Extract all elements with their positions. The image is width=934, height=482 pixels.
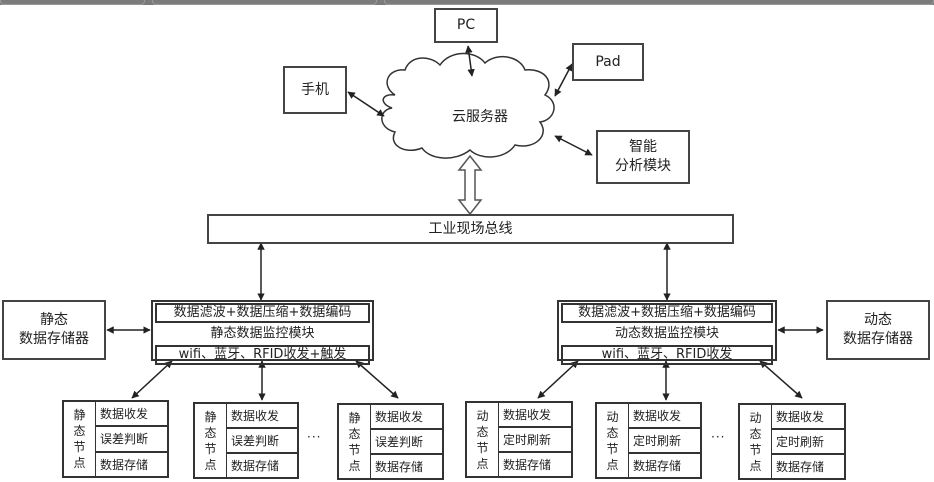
dynamic-node-label: 动 态 节 点 (740, 405, 772, 478)
dynamic-module-title: 动态数据监控模块 (614, 326, 719, 341)
cloud-server-label: 云服务器 (452, 109, 508, 125)
dynamic-node-label: 动 态 节 点 (467, 403, 499, 476)
node-function: 定时刷新 (629, 429, 700, 454)
label-char: 点 (348, 458, 361, 473)
node-function: 定时刷新 (499, 428, 571, 453)
static-node-link-1 (131, 360, 173, 399)
pc-box: PC (434, 8, 498, 43)
label-char: 节 (606, 441, 619, 456)
label-char: 静 (204, 409, 217, 424)
dynamic-node: 动 态 节 点 数据收发 定时刷新 数据存储 (738, 403, 846, 480)
node-function: 数据收发 (96, 402, 167, 428)
label-char: 点 (476, 456, 489, 471)
label-char: 态 (348, 426, 361, 441)
label-char: 态 (749, 426, 762, 441)
label-char: 点 (73, 456, 86, 470)
pc-cloud-link (465, 45, 475, 77)
dynamic-monitor-module: 数据滤波+数据压缩+数据编码 动态数据监控模块 wifi、蓝牙、RFID收发 (557, 300, 777, 365)
pc-label: PC (456, 17, 476, 33)
label-char: 点 (749, 458, 762, 473)
label-char: 节 (476, 440, 489, 455)
label-char: 态 (606, 425, 619, 440)
browser-tab[interactable] (152, 0, 377, 5)
pad-box: Pad (572, 43, 644, 81)
phone-label: 手机 (301, 81, 329, 98)
static-storage-line2: 数据存储器 (19, 331, 89, 347)
static-storage-line1: 静态 (40, 312, 68, 328)
label-char: 点 (606, 457, 619, 472)
static-node-label: 静 态 节 点 (339, 405, 371, 478)
node-function: 误差判断 (371, 430, 442, 455)
dynamic-node-label: 动 态 节 点 (597, 404, 629, 477)
label-char: 静 (348, 410, 361, 425)
node-function: 数据存储 (633, 459, 682, 473)
label-char: 节 (204, 441, 217, 456)
browser-tab[interactable] (0, 0, 145, 5)
node-function: 数据收发 (499, 403, 571, 428)
analysis-label-line1: 智能 (629, 139, 657, 155)
bus-label: 工业现场总线 (428, 220, 513, 237)
dynamic-module-processing: 数据滤波+数据压缩+数据编码 (561, 303, 773, 323)
node-function: 数据存储 (375, 460, 424, 474)
static-module-title: 静态数据监控模块 (210, 326, 315, 341)
window-top-bar (0, 0, 934, 5)
node-function: 数据收发 (227, 404, 297, 429)
phone-box: 手机 (283, 66, 347, 114)
static-nodes-ellipsis: ··· (307, 430, 322, 444)
dynamic-node: 动 态 节 点 数据收发 定时刷新 数据存储 (595, 402, 702, 479)
analysis-cloud-link (554, 135, 593, 156)
node-function: 定时刷新 (772, 430, 844, 455)
static-monitor-module: 数据滤波+数据压缩+数据编码 静态数据监控模块 wifi、蓝牙、RFID收发+触… (151, 300, 374, 365)
static-node-label: 静 态 节 点 (64, 402, 96, 476)
node-function: 误差判断 (227, 429, 297, 454)
static-node: 静 态 节 点 数据收发 误差判断 数据存储 (337, 403, 444, 480)
analysis-label-line2: 分析模块 (615, 158, 671, 174)
static-storage-box: 静态 数据存储器 (2, 300, 106, 360)
cloud-bus-double-arrow (457, 154, 483, 216)
label-char: 态 (73, 424, 86, 438)
dynamic-node-link-1 (537, 360, 579, 399)
phone-cloud-link (347, 91, 385, 117)
label-char: 点 (204, 457, 217, 472)
static-node: 静 态 节 点 数据收发 误差判断 数据存储 (62, 400, 169, 478)
node-function: 误差判断 (96, 427, 167, 453)
dynamic-storage-line2: 数据存储器 (843, 331, 913, 347)
label-char: 动 (749, 410, 762, 425)
label-char: 动 (476, 408, 489, 423)
label-char: 动 (606, 409, 619, 424)
industrial-bus: 工业现场总线 (207, 214, 734, 244)
analysis-module-box: 智能 分析模块 (596, 130, 690, 184)
node-function: 数据收发 (629, 404, 700, 429)
cloud-shape (381, 52, 555, 159)
node-function: 数据存储 (776, 460, 825, 474)
static-module-radio: wifi、蓝牙、RFID收发+触发 (155, 345, 370, 365)
node-function: 数据存储 (231, 459, 280, 473)
label-char: 静 (73, 408, 86, 422)
dynamic-node-link-3 (759, 360, 803, 399)
static-module-processing: 数据滤波+数据压缩+数据编码 (155, 303, 370, 323)
dynamic-node: 动 态 节 点 数据收发 定时刷新 数据存储 (465, 401, 573, 478)
static-node-link-3 (355, 360, 399, 399)
dynamic-nodes-ellipsis: ··· (711, 430, 726, 444)
node-function: 数据存储 (100, 457, 149, 472)
label-char: 节 (73, 440, 86, 454)
pad-cloud-link (554, 63, 573, 97)
pad-label: Pad (595, 53, 621, 70)
label-char: 态 (204, 425, 217, 440)
static-node: 静 态 节 点 数据收发 误差判断 数据存储 (193, 402, 299, 479)
dynamic-storage-box: 动态 数据存储器 (826, 300, 930, 360)
label-char: 态 (476, 424, 489, 439)
dynamic-storage-line1: 动态 (864, 312, 892, 328)
node-function: 数据收发 (772, 405, 844, 430)
node-function: 数据存储 (503, 458, 552, 472)
dynamic-module-radio: wifi、蓝牙、RFID收发 (561, 345, 773, 365)
static-node-label: 静 态 节 点 (195, 404, 227, 477)
node-function: 数据收发 (371, 405, 442, 430)
label-char: 节 (348, 442, 361, 457)
label-char: 节 (749, 442, 762, 457)
